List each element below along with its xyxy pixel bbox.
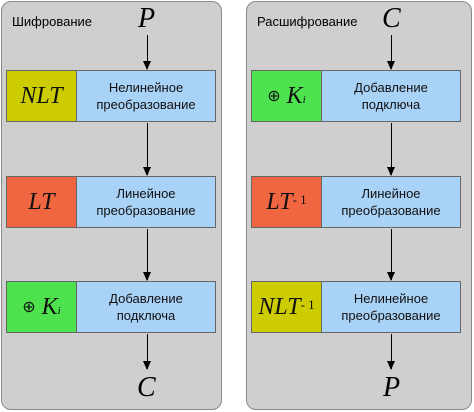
lt-op-label: LT [266, 188, 293, 215]
arrow [143, 229, 151, 281]
decryption-title: Расшифрование [257, 14, 358, 29]
lt-inverse-op-box: LT- 1 [252, 177, 322, 227]
encryption-title: Шифрование [12, 14, 92, 29]
inverse-exponent: - 1 [300, 297, 315, 312]
nlt-op-label: NLT [258, 293, 301, 320]
arrow [387, 229, 395, 281]
arrow [387, 35, 395, 70]
encryption-input-symbol: P [138, 3, 156, 34]
encryption-output-symbol: C [137, 372, 156, 403]
lt-op-label: LT [28, 188, 55, 215]
nlt-inverse-op-box: NLT- 1 [252, 282, 322, 332]
inverse-exponent: - 1 [292, 192, 307, 207]
arrow [143, 123, 151, 176]
decryption-input-symbol: C [382, 3, 401, 34]
enc-stage-nlt: NLT Нелинейное преобразование [6, 70, 216, 122]
dec-stage-nlt-inverse: NLT- 1 Нелинейное преобразование [251, 281, 461, 333]
lt-description: Линейное преобразование [322, 177, 460, 227]
addkey-description: Добавление подключа [322, 71, 460, 121]
dec-stage-lt-inverse: LT- 1 Линейное преобразование [251, 176, 461, 228]
arrow [387, 334, 395, 370]
nlt-description: Нелинейное преобразование [322, 282, 460, 332]
key-op-label: K [41, 293, 58, 320]
xor-icon: ⊕ [22, 299, 36, 316]
addkey-description: Добавление подключа [77, 282, 215, 332]
nlt-op-box: NLT [7, 71, 77, 121]
arrow [143, 35, 151, 70]
lt-description: Линейное преобразование [77, 177, 215, 227]
lt-op-box: LT [7, 177, 77, 227]
key-op-label: K [286, 82, 303, 109]
nlt-op-label: NLT [20, 82, 63, 109]
decryption-output-symbol: P [383, 372, 401, 403]
key-index: i [57, 305, 61, 317]
enc-stage-lt: LT Линейное преобразование [6, 176, 216, 228]
key-index: i [302, 94, 306, 106]
xor-icon: ⊕ [267, 88, 281, 105]
arrow [387, 123, 395, 176]
nlt-description: Нелинейное преобразование [77, 71, 215, 121]
arrow [143, 334, 151, 370]
